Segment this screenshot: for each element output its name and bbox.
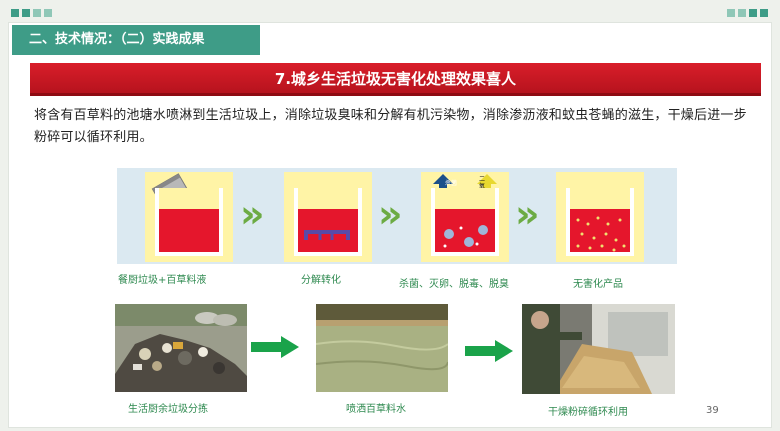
page-number: 39 <box>706 405 719 416</box>
arrow-right-icon-2 <box>465 340 513 362</box>
description-text: 将含有百草料的池塘水喷淋到生活垃圾上，消除垃圾臭味和分解有机污染物，消除渗沥液和… <box>34 108 747 145</box>
product-granules-icon <box>576 216 626 252</box>
garbage-pile-image <box>115 304 247 392</box>
arrow-right-icon-1 <box>251 336 299 358</box>
photo-label-1: 生活厨余垃圾分拣 <box>128 404 208 415</box>
chevron-right-icon-2: » <box>378 192 403 236</box>
garbage-sorting-photo <box>115 304 247 392</box>
process-step-label-1: 餐厨垃圾+百草料液 <box>118 275 207 286</box>
kill-label: 杀菌 <box>445 180 458 187</box>
photo-label-2: 喷洒百草料水 <box>346 404 406 415</box>
tank-3 <box>431 188 499 256</box>
process-step-4-panel <box>556 172 644 262</box>
photo-label-3: 干燥粉碎循环利用 <box>548 407 628 418</box>
pond-image <box>316 304 448 392</box>
decor-squares-right <box>727 9 768 17</box>
drying-crushing-photo <box>522 304 675 394</box>
process-step-3-panel: 杀菌 二氧化碳 <box>421 172 509 262</box>
machine-image <box>522 304 675 394</box>
banner-title: 7.城乡生活垃圾无害化处理效果喜人 <box>30 63 761 96</box>
decor-squares-left <box>11 9 52 17</box>
tank-2 <box>294 188 362 256</box>
process-step-1-panel <box>145 172 233 262</box>
chevron-right-icon-3: » <box>515 192 540 236</box>
tank-4 <box>566 188 634 256</box>
pond-spraying-photo <box>316 304 448 392</box>
process-step-label-4: 无害化产品 <box>573 279 623 290</box>
microbe-icon <box>443 225 488 248</box>
liquid-fill <box>159 209 219 252</box>
decompose-tube-icon <box>304 230 350 240</box>
section-title: 二、技术情况：（二）实践成果 <box>12 25 260 55</box>
process-step-label-2: 分解转化 <box>301 275 341 286</box>
liquid-fill <box>570 209 630 252</box>
chevron-right-icon-1: » <box>240 192 265 236</box>
process-step-label-3: 杀菌、灭卵、脱毒、脱臭 <box>399 279 509 290</box>
process-step-2-panel <box>284 172 372 262</box>
tank-1 <box>155 188 223 256</box>
